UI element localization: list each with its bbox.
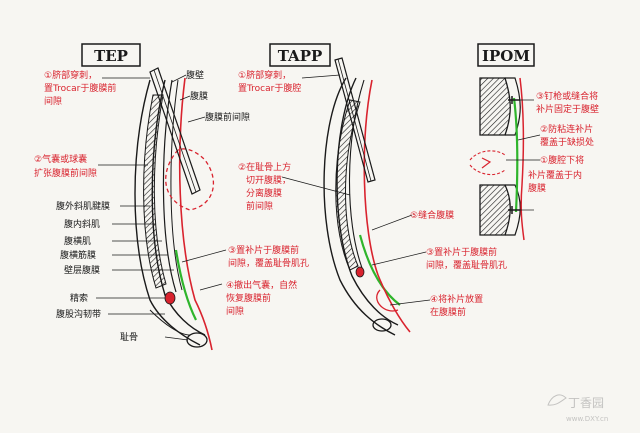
- svg-text:②在耻骨上方: ②在耻骨上方: [238, 161, 291, 173]
- svg-text:在腹膜前: 在腹膜前: [430, 306, 466, 318]
- svg-text:腹膜: 腹膜: [190, 90, 208, 102]
- svg-text:⑤缝合腹膜: ⑤缝合腹膜: [410, 209, 454, 221]
- tapp-cross-section-diagram: [323, 57, 411, 336]
- tep-layer-labels-right: 腹壁 腹膜 腹膜前间隙: [186, 69, 250, 123]
- svg-text:耻骨: 耻骨: [120, 331, 138, 343]
- svg-text:腹横肌: 腹横肌: [64, 235, 91, 247]
- svg-text:腹壁: 腹壁: [186, 69, 204, 81]
- tapp-step5-label: ⑤缝合腹膜: [410, 209, 454, 221]
- svg-text:腹内斜肌: 腹内斜肌: [64, 218, 100, 230]
- svg-text:前间隙: 前间隙: [246, 200, 273, 212]
- tep-leader-lines: [96, 74, 227, 341]
- svg-text:补片固定于腹壁: 补片固定于腹壁: [536, 103, 599, 115]
- svg-text:③置补片于腹膜前: ③置补片于腹膜前: [426, 246, 497, 258]
- svg-text:间隙: 间隙: [226, 305, 244, 317]
- svg-text:腹外斜肌腱膜: 腹外斜肌腱膜: [56, 200, 110, 212]
- svg-text:壁层腹膜: 壁层腹膜: [64, 264, 100, 276]
- svg-text:①脐部穿刺，: ①脐部穿刺，: [44, 69, 97, 81]
- ipom-step3-label: ③钉枪或缝合将 补片固定于腹壁: [536, 90, 599, 115]
- svg-text:②气囊或球囊: ②气囊或球囊: [34, 153, 87, 165]
- svg-text:置Trocar于腹腔: 置Trocar于腹腔: [238, 82, 301, 94]
- svg-text:腹膜前间隙: 腹膜前间隙: [205, 111, 250, 123]
- ipom-cross-section-diagram: [469, 77, 525, 241]
- tep-step2-label: ②气囊或球囊 扩张腹膜前间隙: [34, 153, 97, 179]
- watermark: 丁香园 www.DXY.cn: [547, 394, 608, 423]
- svg-text:④撤出气囊，自然: ④撤出气囊，自然: [226, 279, 297, 291]
- watermark-name: 丁香园: [568, 396, 604, 410]
- svg-text:腹股沟韧带: 腹股沟韧带: [56, 308, 101, 320]
- tep-title: TEP: [94, 47, 128, 65]
- svg-text:间隙: 间隙: [44, 95, 62, 107]
- tep-title-box: TEP: [81, 43, 141, 67]
- svg-text:腹膜: 腹膜: [528, 182, 546, 194]
- ipom-title-box: IPOM: [477, 43, 535, 67]
- ipom-leader-lines: [506, 99, 541, 211]
- svg-text:腹横筋膜: 腹横筋膜: [60, 249, 96, 261]
- svg-text:②防粘连补片: ②防粘连补片: [540, 123, 593, 135]
- svg-text:恢复腹膜前: 恢复腹膜前: [226, 292, 271, 304]
- dxy-logo-icon: [547, 394, 567, 406]
- tapp-step4-label: ④将补片放置 在腹膜前: [430, 293, 483, 318]
- tapp-title-box: TAPP: [269, 43, 331, 67]
- watermark-url: www.DXY.cn: [566, 415, 608, 423]
- svg-text:分离腹膜: 分离腹膜: [246, 187, 282, 199]
- ipom-step1-label: ①腹腔下将 补片覆盖于内 腹膜: [528, 154, 584, 194]
- tep-step4-label: ④撤出气囊，自然 恢复腹膜前 间隙: [226, 279, 297, 317]
- svg-text:扩张腹膜前间隙: 扩张腹膜前间隙: [34, 167, 97, 179]
- tapp-step2-label: ②在耻骨上方 切开腹膜， 分离腹膜 前间隙: [238, 161, 291, 212]
- svg-text:③置补片于腹膜前: ③置补片于腹膜前: [228, 244, 299, 256]
- svg-text:间隙，覆盖耻骨肌孔: 间隙，覆盖耻骨肌孔: [426, 259, 507, 271]
- svg-text:④将补片放置: ④将补片放置: [430, 293, 483, 305]
- tapp-leader-lines: [281, 74, 431, 306]
- svg-text:①腹腔下将: ①腹腔下将: [540, 154, 584, 166]
- svg-text:覆盖于缺损处: 覆盖于缺损处: [540, 136, 594, 148]
- tep-layer-labels-left: 腹外斜肌腱膜 腹内斜肌 腹横肌 腹横筋膜 壁层腹膜 精索 腹股沟韧带 耻骨: [56, 200, 138, 343]
- ipom-title: IPOM: [482, 47, 530, 65]
- svg-text:精索: 精索: [70, 292, 88, 304]
- tep-step3-label: ③置补片于腹膜前 间隙，覆盖耻骨肌孔: [228, 244, 309, 269]
- svg-text:③钉枪或缝合将: ③钉枪或缝合将: [536, 90, 598, 102]
- svg-text:补片覆盖于内: 补片覆盖于内: [528, 169, 582, 181]
- tapp-step1-label: ①脐部穿刺， 置Trocar于腹腔: [238, 69, 301, 94]
- svg-text:置Trocar于腹膜前: 置Trocar于腹膜前: [44, 82, 116, 94]
- tep-step1-label: ①脐部穿刺， 置Trocar于腹膜前 间隙: [44, 69, 116, 107]
- svg-text:切开腹膜，: 切开腹膜，: [246, 174, 291, 186]
- tapp-title: TAPP: [278, 47, 323, 65]
- svg-text:①脐部穿刺，: ①脐部穿刺，: [238, 69, 291, 81]
- ipom-step2-label: ②防粘连补片 覆盖于缺损处: [540, 123, 594, 148]
- tep-cross-section-diagram: [134, 67, 214, 351]
- tapp-step3-label: ③置补片于腹膜前 间隙，覆盖耻骨肌孔: [426, 246, 507, 271]
- svg-text:间隙，覆盖耻骨肌孔: 间隙，覆盖耻骨肌孔: [228, 257, 309, 269]
